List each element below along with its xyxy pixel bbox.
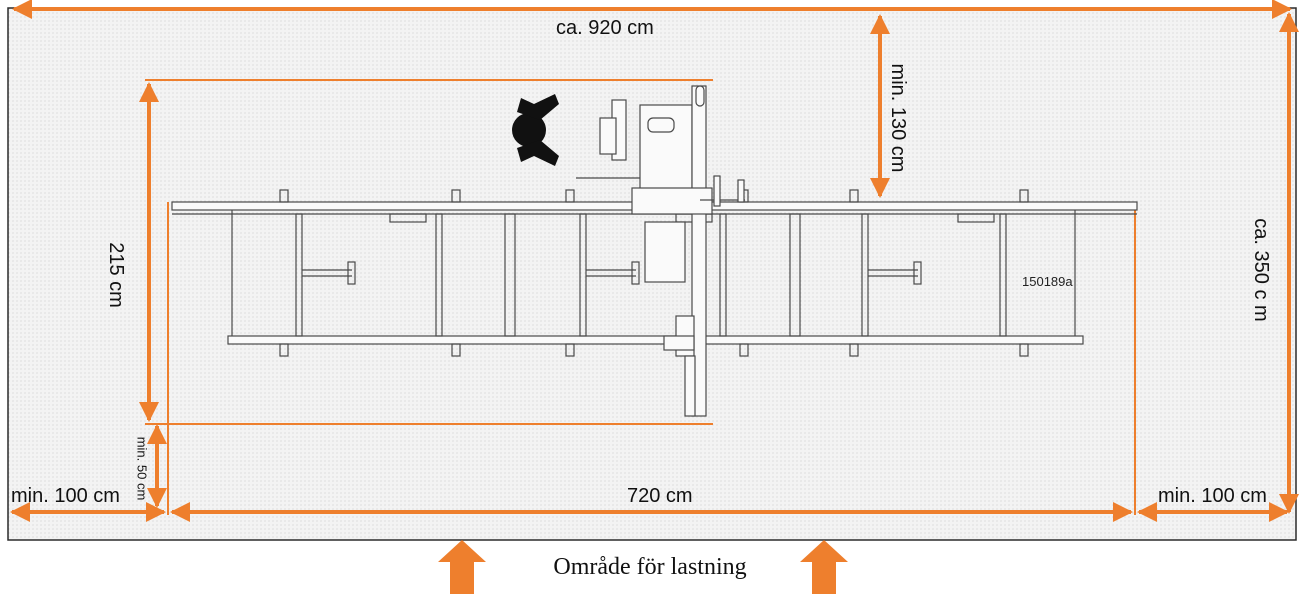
loading-arrow-left-icon bbox=[438, 540, 486, 594]
label-machine-length: 720 cm bbox=[627, 485, 693, 507]
dimension-arrows bbox=[10, 0, 1299, 522]
saw-head bbox=[576, 85, 745, 417]
label-machine-depth: 215 cm bbox=[105, 242, 127, 308]
loading-area-label: Område för lastning bbox=[553, 554, 747, 580]
label-total-depth: ca. 350 c m bbox=[1250, 218, 1272, 322]
sawmill-machine bbox=[171, 85, 1138, 417]
machine-extent-lines bbox=[145, 79, 1136, 515]
label-top-clearance: min. 130 cm bbox=[887, 63, 909, 173]
cross-members bbox=[295, 213, 1007, 337]
label-left-clearance: min. 100 cm bbox=[11, 485, 120, 507]
operator-icon bbox=[512, 94, 559, 166]
rail-brackets bbox=[279, 189, 1029, 357]
label-total-width: ca. 920 cm bbox=[556, 17, 654, 39]
log-clamps bbox=[302, 261, 922, 285]
label-front-clearance: min. 50 cm bbox=[134, 436, 150, 501]
drawing-code: 150189a bbox=[1022, 274, 1073, 289]
loading-arrows bbox=[438, 540, 848, 594]
label-right-clearance: min. 100 cm bbox=[1158, 485, 1267, 507]
loading-arrow-right-icon bbox=[800, 540, 848, 594]
